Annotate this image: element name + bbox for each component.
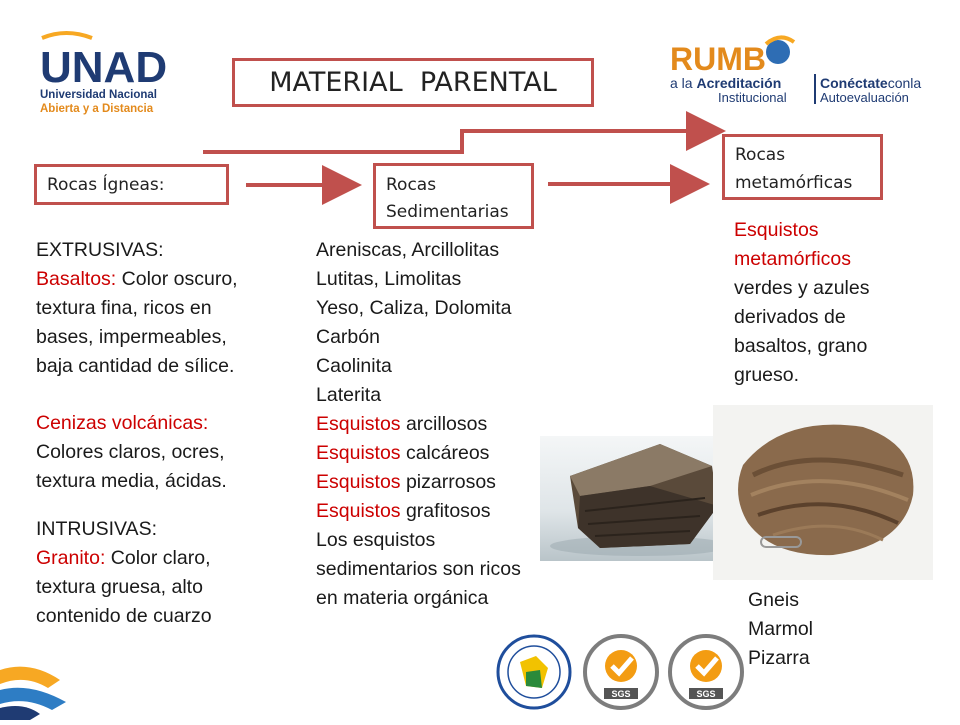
- rumbo-logo-mark: RUMB a la Acreditación Institucional Con…: [670, 35, 921, 105]
- rock-photo-gneis: [713, 405, 933, 580]
- rumbo-logo: RUMB a la Acreditación Institucional Con…: [668, 30, 938, 110]
- svg-text:Conéctateconla: Conéctateconla: [820, 75, 921, 91]
- esquistos-metamorficos-term1: Esquistos: [734, 219, 819, 241]
- unad-logo-line1: Universidad Nacional: [40, 89, 157, 101]
- arrow-igneas-to-metamorficas: [203, 111, 726, 154]
- granito-term: Granito:: [36, 547, 106, 569]
- cenizas-description: Cenizas volcánicas: Colores claros, ocre…: [36, 409, 227, 496]
- svg-text:a la Acreditación: a la Acreditación: [670, 75, 781, 91]
- igneas-description: EXTRUSIVAS: Basaltos: Color oscuro, text…: [36, 236, 238, 381]
- metamorficas-description: Esquistos metamórficos verdes y azules d…: [734, 216, 869, 390]
- rock-photo-sedimentary: [540, 436, 730, 561]
- rumbo-autoevaluacion: Autoevaluación: [820, 90, 909, 105]
- sedimentarias-list: Areniscas, Arcillolitas Lutitas, Limolit…: [316, 239, 521, 609]
- swoosh-icon: [0, 666, 66, 720]
- rock-image: [550, 444, 730, 556]
- box-metamorficas-line1: Rocas: [735, 145, 786, 165]
- box-sedimentarias-line2: Sedimentarias: [386, 202, 509, 222]
- rumbo-conectate: Conéctate: [820, 75, 888, 91]
- gneis-image: [738, 424, 914, 556]
- rumbo-institucional: Institucional: [718, 90, 787, 105]
- unad-logo-line2: Abierta y a Distancia: [40, 103, 154, 115]
- box-rocas-igneas-label: Rocas Ígneas:: [47, 175, 165, 195]
- rumbo-a-la: a la: [670, 75, 696, 91]
- basaltos-term: Basaltos:: [36, 268, 117, 290]
- corner-decoration: [0, 640, 90, 720]
- metamorficas-examples: Gneis Marmol Pizarra: [748, 589, 814, 669]
- rumbo-logo-text: RUMB: [670, 41, 766, 77]
- svg-text:SGS: SGS: [696, 689, 715, 699]
- intrusivas-description: INTRUSIVAS: Granito: Color claro, textur…: [36, 515, 212, 631]
- extrusivas-heading: EXTRUSIVAS:: [36, 239, 164, 261]
- unad-logo: UNAD Universidad Nacional Abierta y a Di…: [36, 30, 167, 122]
- page-title: MATERIAL PARENTAL: [269, 67, 557, 98]
- sgs-seal-1-icon: SGS: [583, 634, 659, 710]
- esquistos-metamorficos-term2: metamórficos: [734, 248, 852, 270]
- box-metamorficas-line2: metamórficas: [735, 173, 853, 193]
- unad-logo-text: UNAD: [40, 43, 166, 92]
- certification-seals: SGS SGS: [496, 632, 746, 712]
- box-rocas-metamorficas: Rocas metamórficas: [722, 134, 883, 200]
- icontec-seal-icon: [496, 634, 572, 710]
- box-rocas-igneas: Rocas Ígneas:: [34, 164, 229, 205]
- box-sedimentarias-line1: Rocas: [386, 175, 437, 195]
- page-title-box: MATERIAL PARENTAL: [232, 58, 594, 107]
- rumbo-conla: conla: [888, 75, 922, 91]
- globe-icon: [766, 40, 790, 64]
- unad-logo-mark: UNAD Universidad Nacional Abierta y a Di…: [40, 31, 167, 115]
- paperclip-icon: [760, 536, 802, 548]
- svg-text:SGS: SGS: [611, 689, 630, 699]
- box-rocas-sedimentarias: Rocas Sedimentarias: [373, 163, 534, 229]
- intrusivas-heading: INTRUSIVAS:: [36, 518, 157, 540]
- cenizas-term: Cenizas volcánicas:: [36, 412, 209, 434]
- sgs-seal-2-icon: SGS: [668, 634, 744, 710]
- rumbo-acreditacion: Acreditación: [696, 75, 781, 91]
